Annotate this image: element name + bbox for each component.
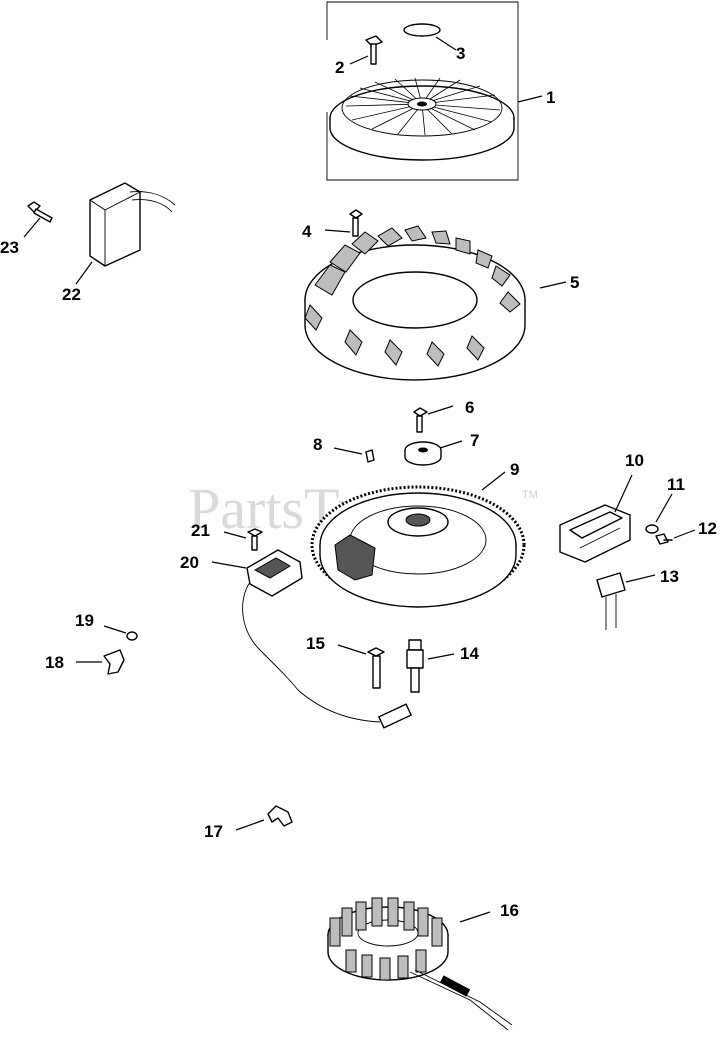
part-4-screw bbox=[349, 209, 363, 237]
part-9-flywheel bbox=[310, 485, 526, 608]
part-14-spark-plug bbox=[406, 639, 424, 693]
leader-lines bbox=[23, 36, 696, 923]
part-3-decal bbox=[403, 23, 441, 37]
callout-14: 14 bbox=[460, 644, 479, 663]
part-13-connector bbox=[596, 572, 626, 630]
part-7-washer bbox=[404, 441, 442, 466]
part-5-fan bbox=[304, 225, 526, 381]
callout-13: 13 bbox=[660, 567, 679, 586]
part-8-key bbox=[365, 449, 375, 463]
callout-2: 2 bbox=[335, 58, 344, 77]
callout-17: 17 bbox=[204, 822, 223, 841]
part-21-screw bbox=[247, 528, 263, 551]
callout-10: 10 bbox=[625, 451, 644, 470]
callout-1: 1 bbox=[546, 88, 555, 107]
callout-8: 8 bbox=[313, 435, 322, 454]
callout-7: 7 bbox=[470, 431, 479, 450]
part-12-screw bbox=[655, 533, 673, 545]
part-2-screw bbox=[365, 35, 383, 65]
callout-23: 23 bbox=[0, 238, 19, 257]
callout-labels: 1 2 3 4 5 6 7 8 9 10 11 12 13 14 15 16 1… bbox=[0, 44, 717, 920]
part-11-washer bbox=[645, 524, 659, 534]
part-17-clip bbox=[267, 805, 293, 827]
callout-6: 6 bbox=[465, 398, 474, 417]
callout-9: 9 bbox=[510, 460, 519, 479]
watermark-trademark: TM bbox=[522, 489, 538, 501]
part-23-screw bbox=[27, 201, 53, 223]
callout-18: 18 bbox=[45, 653, 64, 672]
callout-4: 4 bbox=[302, 222, 312, 241]
part-19-nut bbox=[126, 631, 138, 641]
part-6-screw bbox=[413, 407, 428, 433]
callout-5: 5 bbox=[570, 273, 579, 292]
callout-16: 16 bbox=[500, 901, 519, 920]
callout-12: 12 bbox=[698, 519, 717, 538]
callout-11: 11 bbox=[667, 475, 685, 494]
part-22-module bbox=[89, 182, 176, 267]
callout-22: 22 bbox=[62, 285, 81, 304]
part-20-ignition-module bbox=[242, 549, 413, 729]
callout-19: 19 bbox=[75, 611, 94, 630]
part-16-stator bbox=[327, 897, 513, 1031]
part-15-bolt bbox=[367, 647, 385, 689]
part-1-blower-screen bbox=[326, 1, 519, 181]
callout-15: 15 bbox=[306, 634, 325, 653]
callout-20: 20 bbox=[180, 553, 199, 572]
callout-3: 3 bbox=[456, 44, 465, 63]
callout-21: 21 bbox=[191, 521, 210, 540]
part-10-rectifier bbox=[559, 504, 631, 563]
part-18-bracket bbox=[103, 649, 125, 675]
